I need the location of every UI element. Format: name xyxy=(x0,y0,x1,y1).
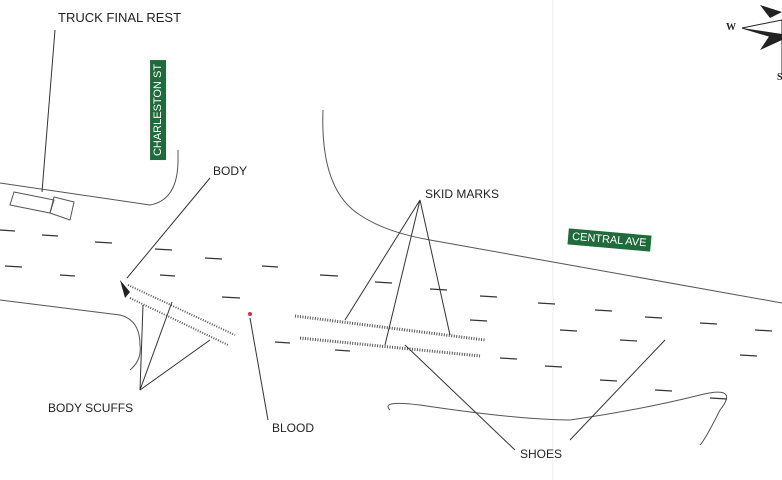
body-scuffs xyxy=(127,284,236,346)
label-body: BODY xyxy=(213,164,248,178)
lane-dashes xyxy=(0,229,773,400)
label-skid-marks: SKID MARKS xyxy=(425,187,500,201)
compass-west: W xyxy=(726,22,736,33)
blood-mark xyxy=(248,312,252,316)
street-sign-charleston: CHARLESTON ST xyxy=(150,59,167,161)
label-shoes: SHOES xyxy=(520,447,563,461)
skid-marks xyxy=(294,314,486,358)
label-blood: BLOOD xyxy=(272,421,315,435)
compass-icon xyxy=(741,5,782,75)
truck-icon xyxy=(9,191,75,221)
body-mark xyxy=(120,280,130,298)
label-body-scuffs: BODY SCUFFS xyxy=(48,401,134,415)
leader-arrows xyxy=(41,29,666,451)
label-truck-final-rest: TRUCK FINAL REST xyxy=(58,10,182,25)
curbs xyxy=(0,109,782,446)
compass-south: S xyxy=(777,72,782,83)
